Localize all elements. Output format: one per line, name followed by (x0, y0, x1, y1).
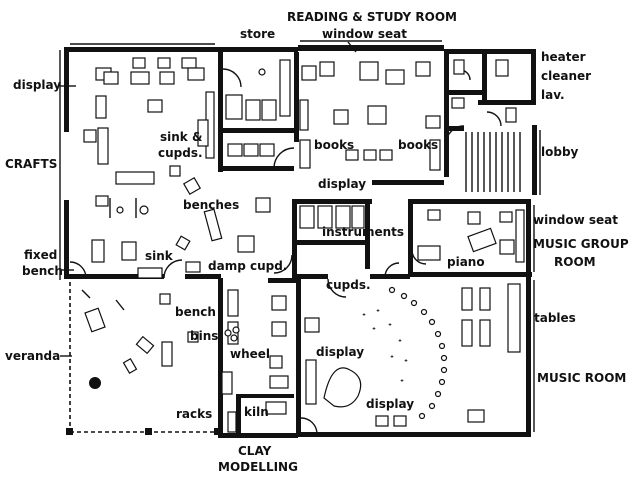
label-clay: CLAY (238, 444, 272, 458)
label-sink-cupds-line2: cupds. (158, 146, 203, 160)
label-fixed-bench: bench (22, 264, 63, 278)
label-lobby: lobby (541, 145, 579, 159)
label-tables: tables (534, 311, 576, 325)
svg-text:ᐩ: ᐩ (362, 312, 366, 323)
label-books-left: books (314, 138, 354, 152)
label-wheel: wheel (230, 347, 270, 361)
label-display-middle: display (318, 177, 366, 191)
label-reading-room: READING & STUDY ROOM (287, 10, 457, 24)
label-kiln: kiln (244, 405, 269, 419)
music-stands: ᐩ ᐩ ᐩ ᐩ ᐩ ᐩ ᐩ ᐩ (362, 308, 408, 389)
label-racks: racks (176, 407, 212, 421)
furniture: ᐩ ᐩ ᐩ ᐩ ᐩ ᐩ ᐩ ᐩ (81, 57, 525, 433)
label-music-room: MUSIC ROOM (537, 371, 626, 385)
label-display-top-left: display (13, 78, 61, 92)
label-bins: bins (190, 329, 218, 343)
label-piano: piano (447, 255, 485, 269)
room-labels: READING & STUDY ROOM store window seat h… (5, 10, 629, 474)
svg-text:ᐩ: ᐩ (400, 378, 404, 389)
label-veranda: veranda (5, 349, 60, 363)
label-cupds: cupds. (326, 278, 371, 292)
svg-text:ᐩ: ᐩ (404, 358, 408, 369)
svg-text:ᐩ: ᐩ (398, 338, 402, 349)
label-instruments: instruments (322, 225, 404, 239)
label-window-seat-top: window seat (322, 27, 407, 41)
label-music-group: MUSIC GROUP (533, 237, 629, 251)
label-store: store (240, 27, 275, 41)
label-music-group-room: ROOM (554, 255, 596, 269)
label-lav: lav. (541, 88, 565, 102)
label-bench: bench (175, 305, 216, 319)
lobby-stairs (465, 132, 521, 192)
music-chairs (388, 286, 448, 420)
label-sink-cupds-line1: sink & (160, 130, 202, 144)
label-modelling: MODELLING (218, 460, 298, 474)
label-books-right: books (398, 138, 438, 152)
label-cleaner: cleaner (541, 69, 591, 83)
svg-text:ᐩ: ᐩ (372, 326, 376, 337)
label-window-seat-right: window seat (533, 213, 618, 227)
label-display-bottom: display (366, 397, 414, 411)
svg-text:ᐩ: ᐩ (388, 322, 392, 333)
label-benches: benches (183, 198, 239, 212)
label-sink: sink (145, 249, 174, 263)
label-fixed: fixed (24, 248, 57, 262)
label-damp-cupd: damp cupd. (208, 259, 287, 273)
label-crafts: CRAFTS (5, 157, 57, 171)
label-display-lower: display (316, 345, 364, 359)
svg-text:ᐩ: ᐩ (390, 354, 394, 365)
walls (59, 40, 541, 438)
leader-lines (60, 41, 357, 357)
svg-text:ᐩ: ᐩ (376, 308, 380, 319)
label-heater: heater (541, 50, 586, 64)
